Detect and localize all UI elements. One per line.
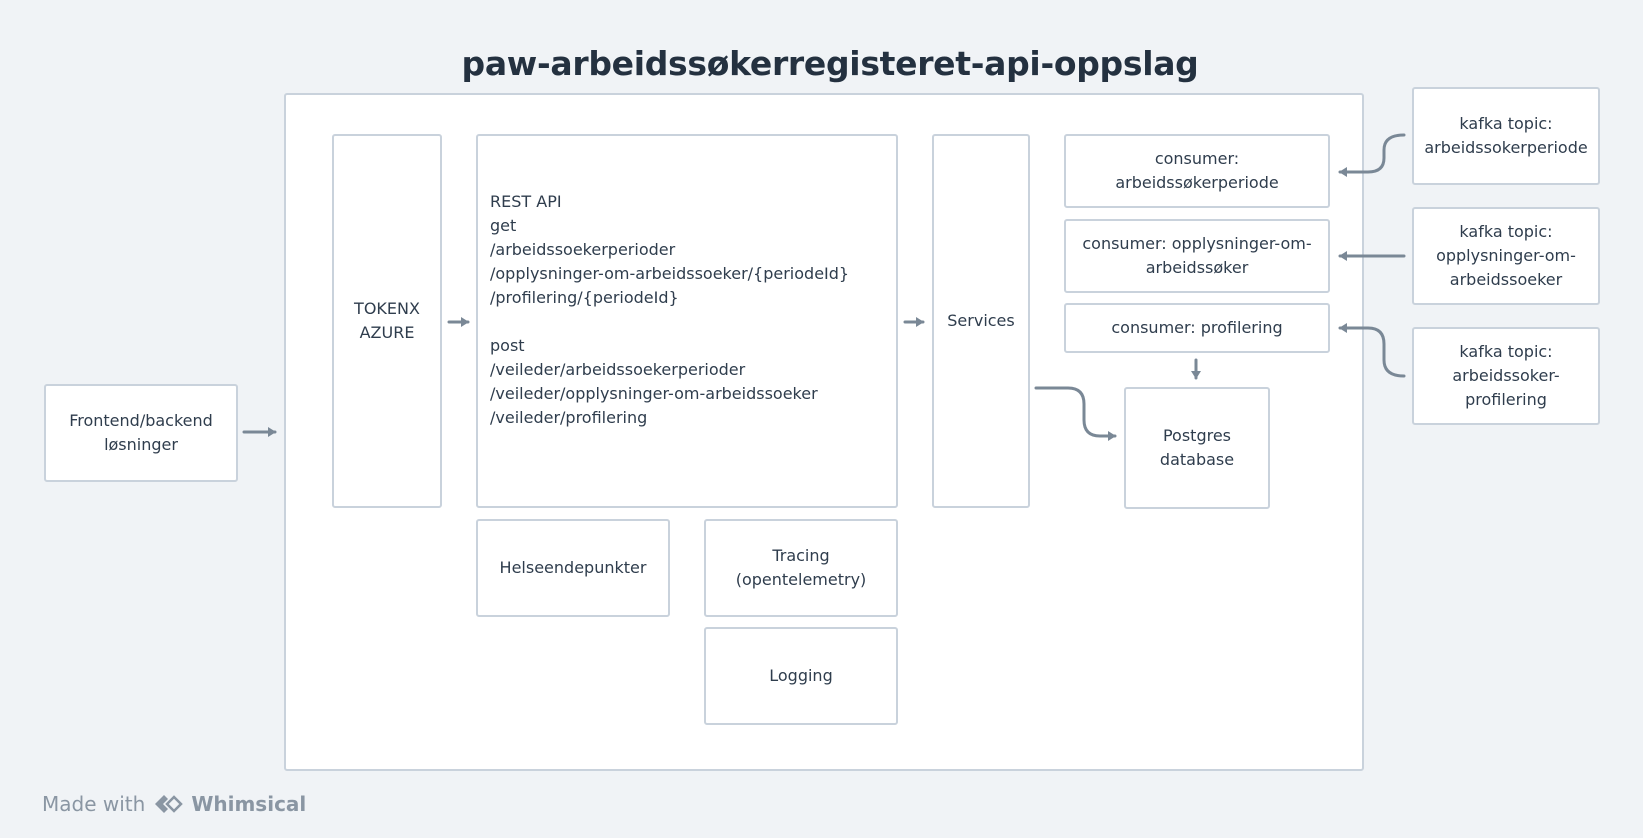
footer-brand: Whimsical <box>191 792 307 816</box>
rest-api-lines: REST API get/arbeidssoekerperioder/opplys… <box>490 190 849 430</box>
consumer-opplysninger-node[interactable]: consumer: opplysninger-om- arbeidssøker <box>1064 219 1330 293</box>
rest-api-line: /arbeidssoekerperioder <box>490 240 676 259</box>
auth-node[interactable]: TOKENX AZURE <box>332 134 442 508</box>
kafka-periode-node[interactable]: kafka topic: arbeidssokerperiode <box>1412 87 1600 185</box>
arrow-kafka-periode-to-consumer <box>1338 133 1406 177</box>
arrow-services-to-postgres <box>1034 386 1117 441</box>
rest-api-line: /veileder/arbeidssoekerperioder <box>490 360 746 379</box>
rest-api-line: post <box>490 336 525 355</box>
arrow-kafka-profilering-to-consumer <box>1338 323 1406 378</box>
diagram-title: paw-arbeidssøkerregisteret-api-oppslag <box>461 44 1199 83</box>
rest-api-line: /opplysninger-om-arbeidssoeker/{periodeI… <box>490 264 850 283</box>
rest-api-line: REST API <box>490 192 562 211</box>
rest-api-line: /veileder/opplysninger-om-arbeidssoeker <box>490 384 818 403</box>
rest-api-line: /veileder/profilering <box>490 408 648 427</box>
footer-credit[interactable]: Made with Whimsical <box>42 792 306 816</box>
health-node[interactable]: Helseendepunkter <box>476 519 670 617</box>
rest-api-node[interactable]: REST API get/arbeidssoekerperioder/opplys… <box>476 134 898 508</box>
rest-api-line: get <box>490 216 517 235</box>
postgres-node[interactable]: Postgres database <box>1124 387 1270 509</box>
frontend-node[interactable]: Frontend/backend løsninger <box>44 384 238 482</box>
services-node[interactable]: Services <box>932 134 1030 508</box>
kafka-profilering-node[interactable]: kafka topic: arbeidssoker- profilering <box>1412 327 1600 425</box>
whimsical-logo-icon <box>155 795 184 813</box>
kafka-opplysninger-node[interactable]: kafka topic: opplysninger-om- arbeidssoe… <box>1412 207 1600 305</box>
logging-node[interactable]: Logging <box>704 627 898 725</box>
consumer-profilering-node[interactable]: consumer: profilering <box>1064 303 1330 353</box>
rest-api-line: /profilering/{periodeId} <box>490 288 679 307</box>
tracing-node[interactable]: Tracing (opentelemetry) <box>704 519 898 617</box>
footer-made-with: Made with <box>42 792 146 816</box>
consumer-periode-node[interactable]: consumer: arbeidssøkerperiode <box>1064 134 1330 208</box>
